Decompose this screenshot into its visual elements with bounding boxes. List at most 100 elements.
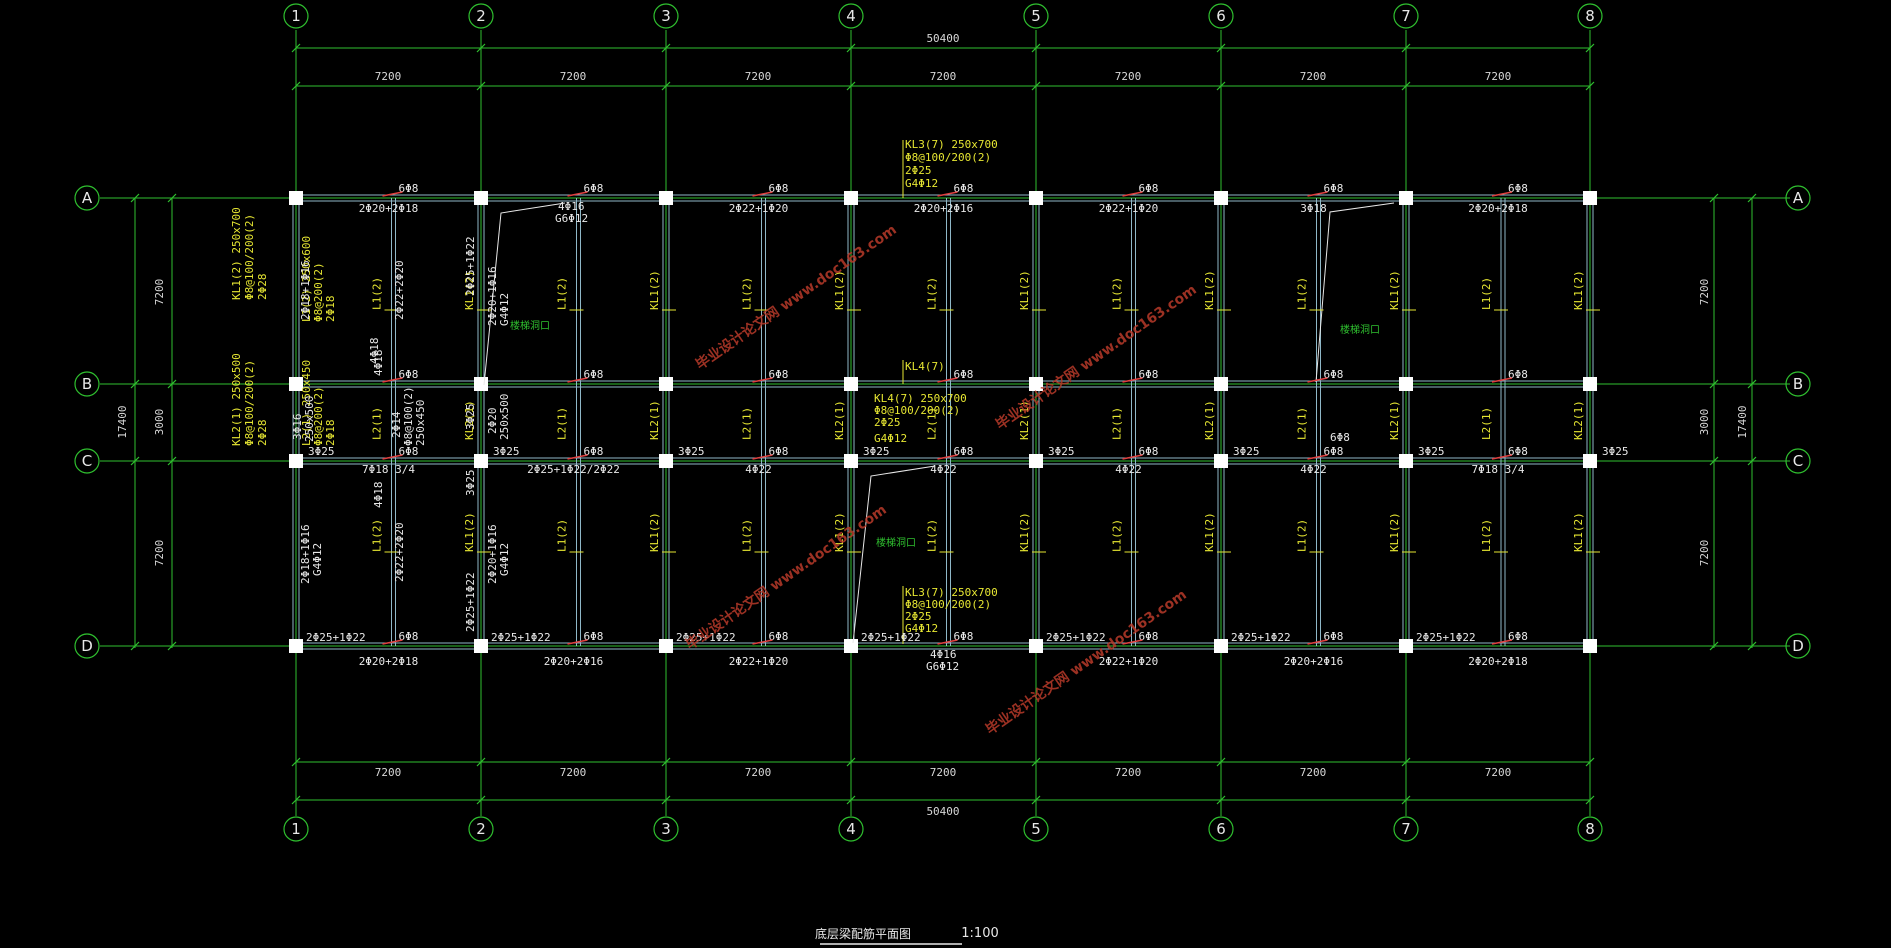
kl1-label-ab: KL1(2) xyxy=(1203,270,1216,310)
column-2A xyxy=(474,191,488,205)
dim-tick xyxy=(476,81,486,91)
kl1-label-cd: KL1(2) xyxy=(463,512,476,552)
rebar-mark xyxy=(1307,377,1328,383)
stirrup-label: 6Φ8 xyxy=(1139,445,1159,458)
left-span-bc: 3000 xyxy=(153,409,166,436)
dim-tick xyxy=(130,641,140,651)
stirrup-label: 6Φ8 xyxy=(1324,182,1344,195)
right-overall-dim: 17400 xyxy=(1736,405,1749,438)
column-6A xyxy=(1214,191,1228,205)
dim-tick xyxy=(1585,43,1595,53)
axis-bubble-col-2 xyxy=(468,3,494,29)
dim-tick xyxy=(1031,43,1041,53)
l1-label-cd: L1(2) xyxy=(741,519,754,552)
kl1-label-ab: KL1(2) xyxy=(1388,270,1401,310)
rebar-mark xyxy=(1122,639,1143,645)
dim-tick xyxy=(291,43,301,53)
row-c-6d8: 6Φ8 xyxy=(1330,431,1350,444)
right-span-ab: 7200 xyxy=(1698,279,1711,306)
axis-label-col-4: 4 xyxy=(846,820,856,838)
axis-label-row-C: C xyxy=(1793,452,1803,470)
row-d-bottom-bars: 2Φ22+1Φ20 xyxy=(1099,655,1159,668)
rebar-mark xyxy=(752,377,773,383)
kl1-label-ab: KL1(2) xyxy=(833,270,846,310)
rebar-v4: 2Φ25+1Φ22 xyxy=(464,236,477,296)
stirrup-label: 6Φ8 xyxy=(399,630,419,643)
column-2D xyxy=(474,639,488,653)
bottom-bay-dim-7: 7200 xyxy=(1485,766,1512,779)
column-8D xyxy=(1583,639,1597,653)
ab-left-stirrup: Φ8@100/200(2) xyxy=(243,214,256,300)
column-5D xyxy=(1029,639,1043,653)
right-span-bc: 3000 xyxy=(1698,409,1711,436)
column-7A xyxy=(1399,191,1413,205)
kl2-label-bc: KL2(1) xyxy=(1203,400,1216,440)
l1-label-cd: L1(2) xyxy=(556,519,569,552)
dim-tick xyxy=(661,757,671,767)
drawing-scale: 1:100 xyxy=(961,926,998,941)
rebar-v1: 2Φ18+1Φ16 xyxy=(299,260,312,320)
axis-bubble-row-C xyxy=(1785,448,1811,474)
stirrup-label: 6Φ8 xyxy=(1139,182,1159,195)
ab-left-name: KL1(2) 250x700 xyxy=(230,207,243,300)
kl1-label-ab: KL1(2) xyxy=(1572,270,1585,310)
rotated-rebar-annotations: 2Φ18+1Φ16 2Φ22+2Φ20 2Φ25+1Φ22 2Φ20+1Φ16 … xyxy=(291,236,511,632)
column-2B xyxy=(474,377,488,391)
dim-tick xyxy=(1709,379,1719,389)
kl4-bars: 2Φ25 xyxy=(874,416,901,429)
rebar-mark xyxy=(567,191,588,197)
row-c-bars: 4Φ22 xyxy=(745,463,772,476)
rebar-mark xyxy=(1491,377,1513,383)
left-column-annotations: KL1(2) 250x700 Φ8@100/200(2) 2Φ28 L1(2) … xyxy=(230,207,337,446)
row-d-support-bars: 2Φ25+1Φ22 xyxy=(491,631,551,644)
kl4-tag: KL4(7) xyxy=(905,360,945,373)
ab-l1-bars: 2Φ18 xyxy=(324,296,337,323)
rebar-mark xyxy=(1307,639,1328,645)
column-7B xyxy=(1399,377,1413,391)
dim-tick xyxy=(167,456,177,466)
right-span-cd: 7200 xyxy=(1698,540,1711,567)
column-3C xyxy=(659,454,673,468)
l1-label-cd: L1(2) xyxy=(1296,519,1309,552)
axis-bubble-col-1 xyxy=(283,816,309,842)
kl3-bottom-stirrup: Φ8@100/200(2) xyxy=(905,598,991,611)
dim-tick xyxy=(1031,795,1041,805)
dim-tick xyxy=(1216,757,1226,767)
row-c-support-bars: 3Φ25 xyxy=(678,445,705,458)
axis-label-row-D: D xyxy=(1792,637,1804,655)
rebar-v11b: 3Φ25 xyxy=(464,470,477,497)
rebar-v5b: 2Φ20+1Φ16 xyxy=(486,524,499,584)
axis-bubble-col-8 xyxy=(1577,3,1603,29)
bottom-bay-dim-1: 7200 xyxy=(375,766,402,779)
rebar-mark xyxy=(752,191,773,197)
l2-label-bc: L2(1) xyxy=(371,407,384,440)
column-3A xyxy=(659,191,673,205)
stirrup-label: 6Φ8 xyxy=(769,445,789,458)
dim-tick xyxy=(1709,193,1719,203)
rebar-mark xyxy=(937,191,958,197)
ab-l1-name: L1(2) 250x600 xyxy=(300,236,313,322)
row-d-support-bars: 2Φ25+1Φ22 xyxy=(306,631,366,644)
axis-bubble-row-A xyxy=(74,185,100,211)
axis-label-col-5: 5 xyxy=(1031,820,1041,838)
rebar-mark xyxy=(567,639,588,645)
dim-tick xyxy=(130,193,140,203)
rebar-mark xyxy=(752,639,773,645)
l1-label-ab: L1(2) xyxy=(371,277,384,310)
stirrup-label: 6Φ8 xyxy=(1508,182,1528,195)
axis-label-row-B: B xyxy=(1793,375,1803,393)
stirrup-label: 6Φ8 xyxy=(769,368,789,381)
dim-tick xyxy=(1585,757,1595,767)
rebar-mark xyxy=(567,377,588,383)
dim-tick xyxy=(1709,641,1719,651)
column-1A xyxy=(289,191,303,205)
horizontal-rebar-annotations: 6Φ86Φ86Φ86Φ82Φ20+2Φ182Φ20+2Φ186Φ86Φ86Φ86… xyxy=(306,182,1629,673)
vertical-beam-labels: L1(2) L1(2) L2(1) KL1(2) KL1(2) KL2(1) L1(2) L1… xyxy=(371,270,1600,553)
l1-label-ab: L1(2) xyxy=(1111,277,1124,310)
kl1-label-ab: KL1(2) xyxy=(1018,270,1031,310)
stirrup-label: 6Φ8 xyxy=(1508,630,1528,643)
l1-label-ab: L1(2) xyxy=(741,277,754,310)
axis-bubble-col-5 xyxy=(1023,3,1049,29)
ab-left-bars: 2Φ28 xyxy=(256,274,269,301)
